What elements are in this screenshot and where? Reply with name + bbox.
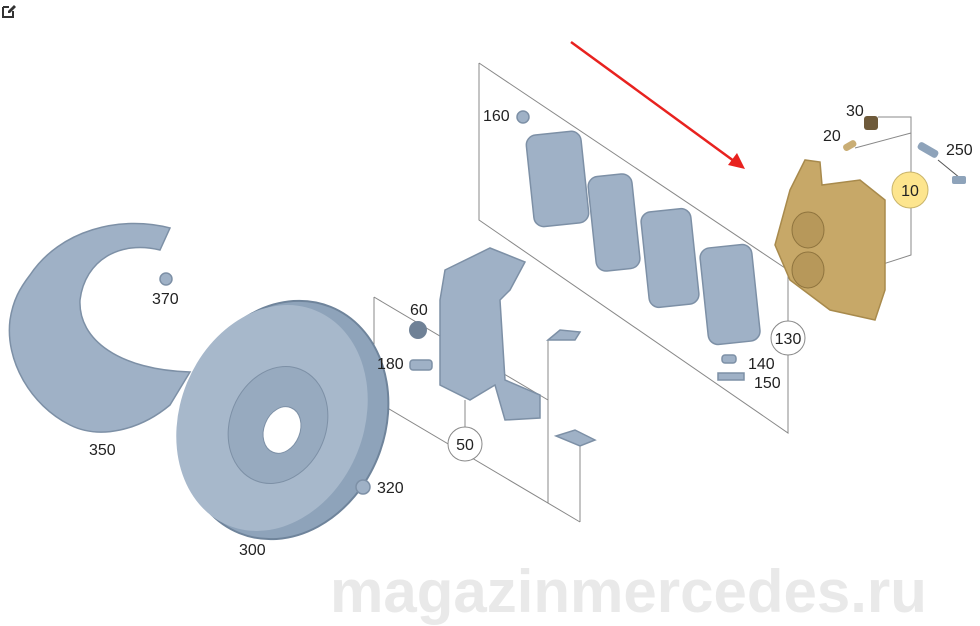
label-140[interactable]: 140 xyxy=(748,356,775,373)
clip-150[interactable] xyxy=(717,372,745,381)
spring-clip-lower[interactable] xyxy=(553,429,597,447)
part-30[interactable] xyxy=(864,116,878,130)
external-edit-icon[interactable] xyxy=(0,2,18,20)
label-150[interactable]: 150 xyxy=(754,375,781,392)
callout-10[interactable]: 10 xyxy=(891,171,929,209)
label-30[interactable]: 30 xyxy=(846,103,864,120)
callout-130[interactable]: 130 xyxy=(770,320,806,356)
label-20[interactable]: 20 xyxy=(823,128,841,145)
label-180[interactable]: 180 xyxy=(377,356,404,373)
wear-sensor-250[interactable] xyxy=(916,141,966,184)
caliper-carrier-50[interactable] xyxy=(439,247,541,421)
label-160[interactable]: 160 xyxy=(483,108,510,125)
label-300[interactable]: 300 xyxy=(239,542,266,559)
bolt-160[interactable] xyxy=(516,110,530,124)
bolt-370[interactable] xyxy=(159,272,173,286)
bolt-180[interactable] xyxy=(409,359,433,371)
svg-text:10: 10 xyxy=(901,183,919,200)
label-320[interactable]: 320 xyxy=(377,480,404,497)
bolt-320[interactable] xyxy=(355,479,371,495)
spring-clip-upper[interactable] xyxy=(545,329,582,341)
watermark: magazinmercedes.ru xyxy=(330,558,927,625)
brake-disc-300[interactable] xyxy=(143,269,423,570)
highlight-arrow xyxy=(570,40,745,169)
brake-caliper-10[interactable] xyxy=(774,159,886,321)
label-370[interactable]: 370 xyxy=(152,291,179,308)
brake-pads-130[interactable] xyxy=(525,130,761,346)
callout-50[interactable]: 50 xyxy=(447,426,483,462)
label-250[interactable]: 250 xyxy=(946,142,973,159)
label-350[interactable]: 350 xyxy=(89,442,116,459)
clip-140[interactable] xyxy=(721,354,737,364)
part-20[interactable] xyxy=(842,139,858,152)
part-60[interactable] xyxy=(409,321,427,339)
dust-shield-350[interactable] xyxy=(8,222,192,433)
svg-text:130: 130 xyxy=(775,331,802,348)
svg-text:50: 50 xyxy=(456,437,474,454)
label-60[interactable]: 60 xyxy=(410,302,428,319)
group-frame-130 xyxy=(478,62,789,434)
